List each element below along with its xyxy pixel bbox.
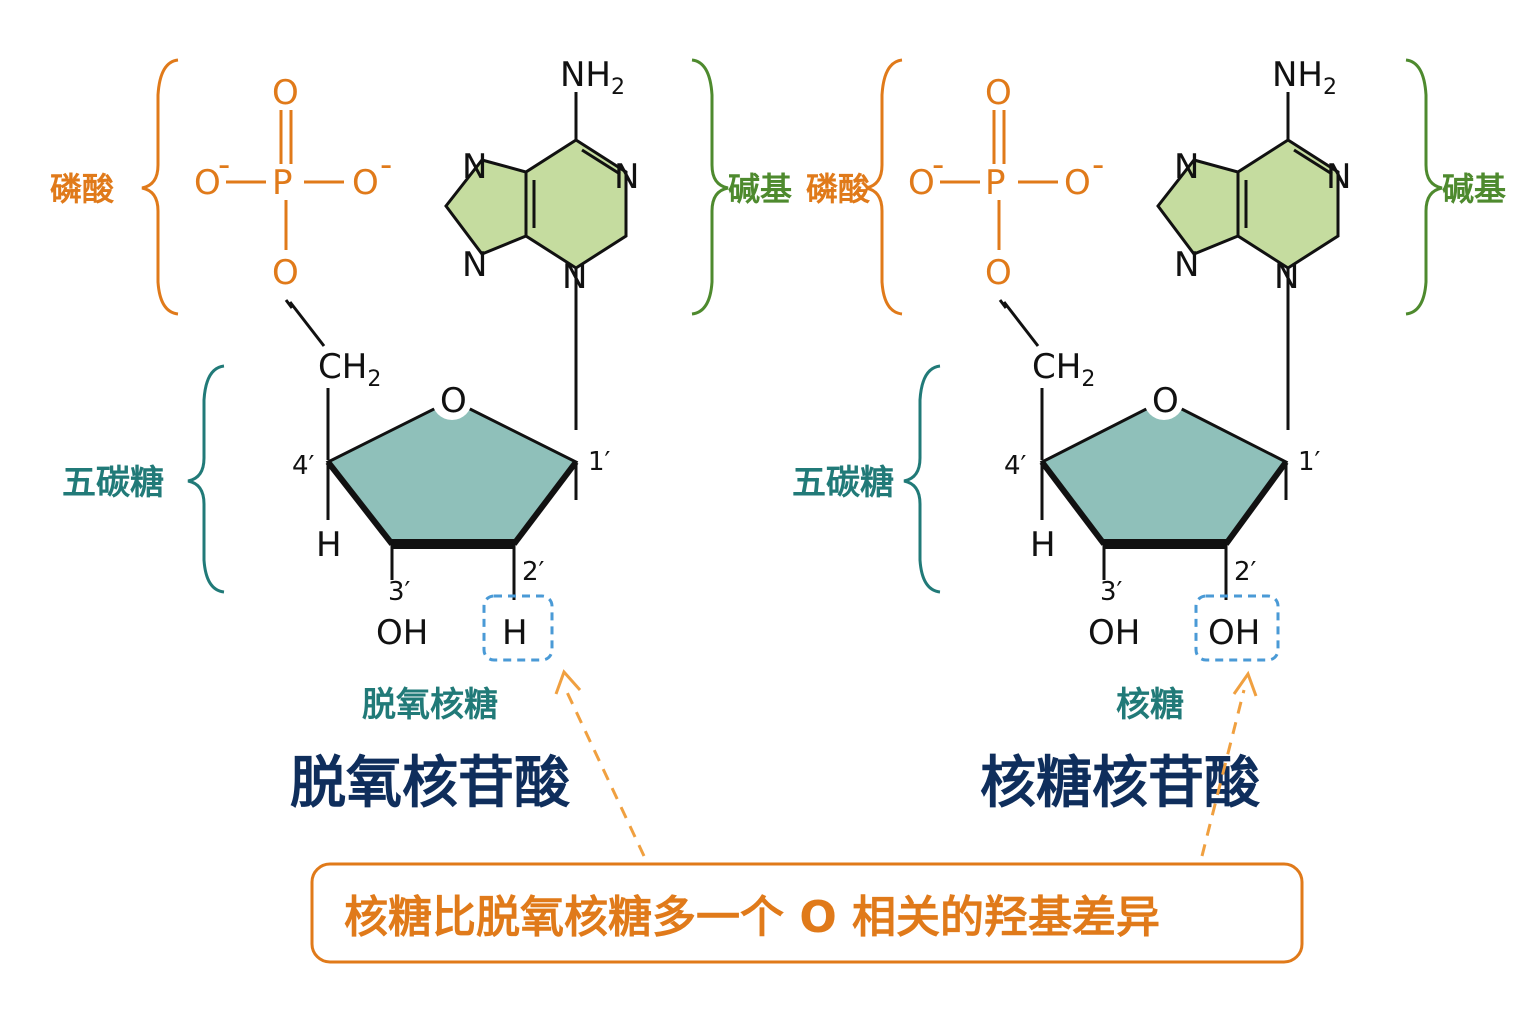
carbon-3-label: 3′	[1100, 577, 1123, 607]
phosphate-o-left: O	[908, 163, 935, 203]
phosphate-o-right: O	[352, 163, 379, 203]
pentose-label: 五碳糖	[62, 463, 164, 503]
base-label: 碱基	[1442, 170, 1506, 208]
phosphate-o-left: O	[194, 163, 221, 203]
adenine-base: NH2 N N N N	[1156, 55, 1351, 430]
adenine-base: NH2 N N N N	[444, 55, 639, 430]
arrow-to-2prime-left	[564, 689, 646, 857]
phosphate-group: O P O - O - O	[908, 73, 1104, 293]
base-n-lower-left: N	[1174, 245, 1199, 285]
sugar-ch2: CH2	[318, 347, 381, 392]
base-label: 碱基	[728, 170, 792, 208]
base-n-bottom: N	[1274, 257, 1299, 297]
sugar-name-label: 核糖	[1116, 685, 1184, 725]
base-brace	[1405, 58, 1443, 316]
carbon-2-substituent: H	[502, 613, 528, 653]
carbon-3-label: 3′	[388, 577, 411, 607]
note-text: 核糖比脱氧核糖多一个 O 相关的羟基差异	[344, 892, 1160, 943]
base-n-right: N	[614, 157, 639, 197]
carbon-2-label: 2′	[522, 557, 545, 587]
phosphate-o-left-charge: -	[218, 145, 230, 185]
carbon-4-h: H	[316, 525, 342, 565]
ribonucleotide-structure: 磷酸 O P O - O - O CH2 碱基 NH2	[792, 55, 1506, 857]
phosphate-o-bottom: O	[272, 253, 299, 293]
note-box	[310, 862, 1304, 964]
base-n-left: N	[462, 147, 487, 187]
carbon-2-label: 2′	[1234, 557, 1257, 587]
base-brace	[691, 58, 729, 316]
deoxynucleotide-title: 脱氧核苷酸	[290, 751, 571, 816]
phosphate-o-top: O	[272, 73, 299, 113]
difference-note: 核糖比脱氧核糖多一个 O 相关的羟基差异	[310, 862, 1304, 964]
carbon-3-oh: OH	[1088, 613, 1140, 653]
base-n-bottom: N	[562, 257, 587, 297]
phosphate-o-top: O	[985, 73, 1012, 113]
base-n-left: N	[1174, 147, 1199, 187]
phosphate-o-right-charge: -	[380, 145, 392, 185]
ribose-ring: O 4′ 1′ 3′ 2′ H OH OH	[1004, 380, 1321, 662]
highlight-box-2prime	[1194, 594, 1280, 662]
highlight-box-2prime	[482, 594, 554, 662]
phosphate-o-left-charge: -	[932, 145, 944, 185]
deoxyribose-ring: O 4′ 1′ 3′ 2′ H OH H	[292, 380, 611, 662]
phosphate-label: 磷酸	[50, 170, 115, 208]
base-n-lower-left: N	[462, 245, 487, 285]
pentose-label: 五碳糖	[792, 463, 894, 503]
deoxynucleotide-structure: 磷酸 O P O - O - O CH2 碱基	[50, 55, 792, 857]
carbon-4-label: 4′	[1004, 451, 1027, 481]
carbon-2-substituent: OH	[1208, 613, 1260, 653]
ring-oxygen: O	[440, 381, 467, 421]
phosphate-p: P	[272, 163, 293, 203]
base-nh2: NH2	[560, 55, 625, 100]
phosphate-o-right-charge: -	[1092, 145, 1104, 185]
carbon-3-oh: OH	[376, 613, 428, 653]
phosphate-group: O P O - O - O	[194, 73, 392, 293]
ring-oxygen: O	[1152, 381, 1179, 421]
carbon-1-label: 1′	[1298, 447, 1321, 477]
phosphate-brace	[141, 58, 179, 316]
pentose-brace	[903, 364, 941, 594]
sugar-name-label: 脱氧核糖	[362, 685, 498, 725]
pentose-brace	[187, 364, 225, 594]
carbon-4-label: 4′	[292, 451, 315, 481]
carbon-1-label: 1′	[588, 447, 611, 477]
arrow-to-2prime-right	[1200, 689, 1246, 857]
base-nh2: NH2	[1272, 55, 1337, 100]
carbon-4-h: H	[1030, 525, 1056, 565]
phosphate-label: 磷酸	[806, 170, 871, 208]
phosphate-p: P	[985, 163, 1006, 203]
base-n-right: N	[1326, 157, 1351, 197]
phosphate-brace	[865, 58, 903, 316]
sugar-ch2: CH2	[1032, 347, 1095, 392]
phosphate-o-right: O	[1064, 163, 1091, 203]
phosphate-o-bottom: O	[985, 253, 1012, 293]
